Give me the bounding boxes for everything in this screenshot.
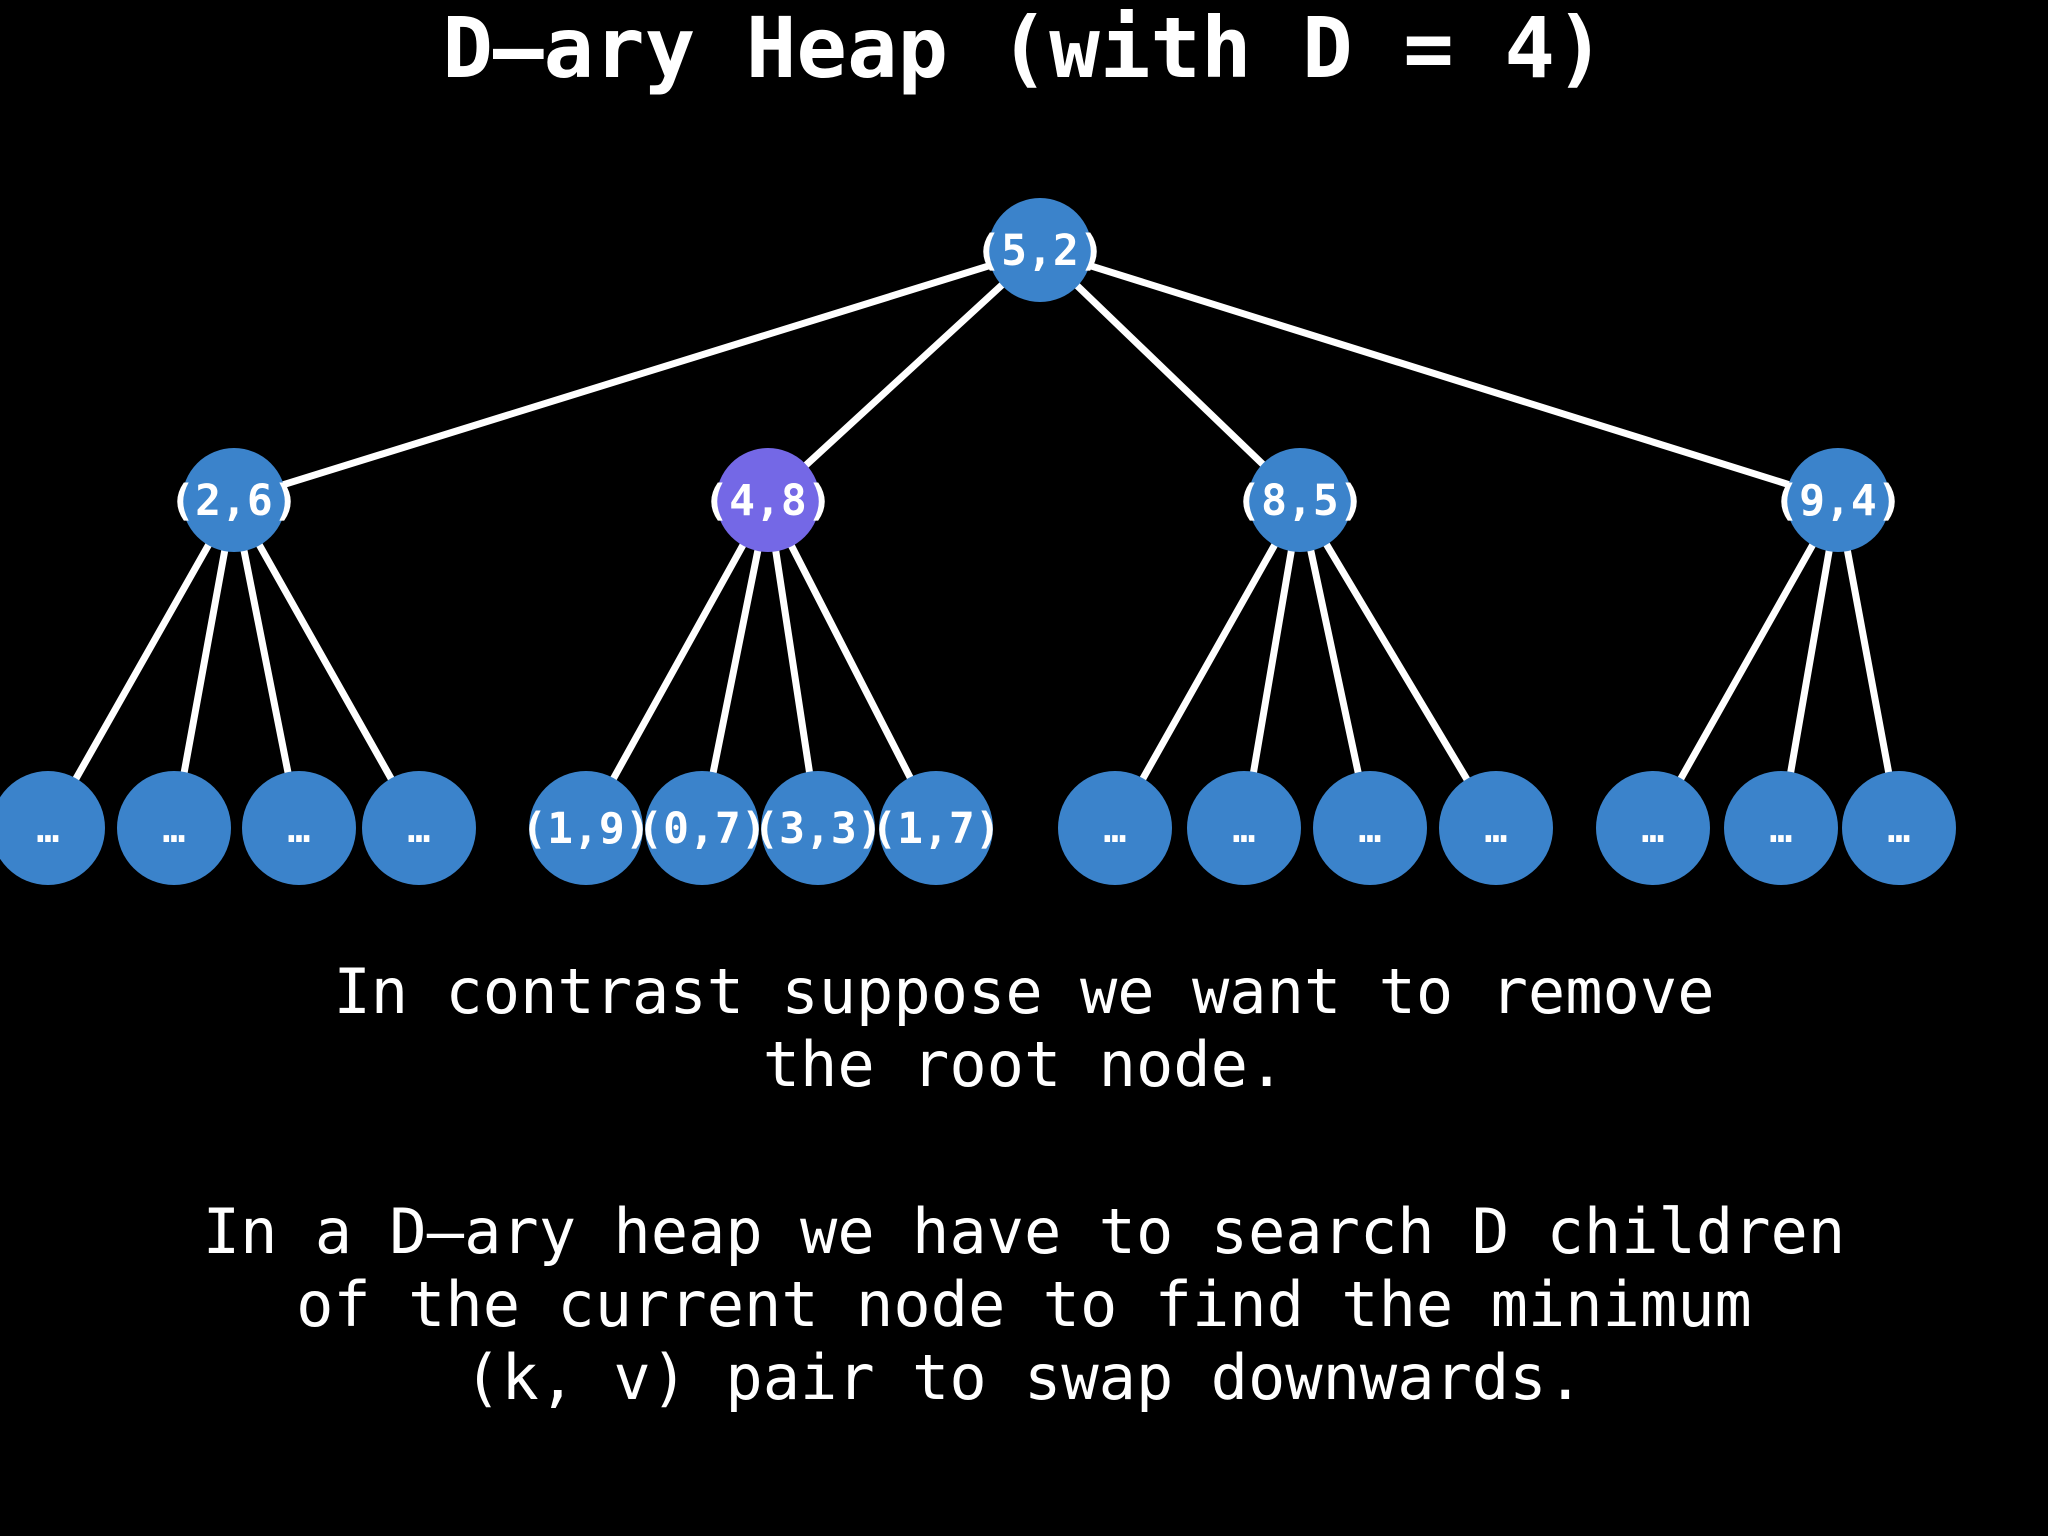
node-pair-label: (1,9) [521,804,650,854]
tree-nodes: (5,2)(2,6)(4,8)(8,5)(9,4)…………(1,9)(0,7)(… [0,198,1956,885]
tree-node[interactable]: … [1058,771,1172,885]
caption-paragraph: In contrast suppose we want to remove th… [0,955,2048,1101]
tree-edge [609,540,748,784]
node-circle-highlighted[interactable] [716,448,820,552]
node-circle[interactable] [117,771,231,885]
node-circle[interactable] [362,771,476,885]
node-circle[interactable] [1248,448,1352,552]
node-pair-label: (1,7) [871,804,1000,854]
node-circle[interactable] [761,771,875,885]
tree-edge [1306,545,1363,778]
tree-edges [71,261,1893,785]
node-pair-label: (5,2) [975,226,1104,276]
node-circle[interactable] [879,771,993,885]
node-circle[interactable] [1596,771,1710,885]
node-ellipsis-label: … [408,807,431,851]
node-ellipsis-label: … [1485,807,1508,851]
tree-edge [709,545,762,778]
tree-node[interactable]: (0,7) [637,771,767,885]
tree-node[interactable]: (1,7) [871,771,1001,885]
tree-edge [772,545,814,778]
tree-edge [787,541,915,783]
node-ellipsis-label: … [1233,807,1256,851]
tree-edge [801,280,1007,470]
tree-node[interactable]: … [1596,771,1710,885]
page-title: D–ary Heap (with D = 4) [442,0,1606,97]
explanation-line: (k, v) pair to swap downwards. [464,1341,1584,1415]
node-circle[interactable] [1058,771,1172,885]
node-circle[interactable] [1439,771,1553,885]
explanation-line: of the current node to find the minimum [296,1268,1752,1342]
tree-node[interactable]: (4,8) [703,448,833,552]
node-circle[interactable] [1724,771,1838,885]
tree-node[interactable]: … [1842,771,1956,885]
node-ellipsis-label: … [1359,807,1382,851]
tree-svg-canvas: (5,2)(2,6)(4,8)(8,5)(9,4)…………(1,9)(0,7)(… [0,198,1956,885]
tree-node[interactable]: … [0,771,105,885]
tree-node[interactable]: … [1439,771,1553,885]
node-ellipsis-label: … [163,807,186,851]
node-pair-label: (3,3) [753,804,882,854]
tree-node[interactable]: … [1724,771,1838,885]
node-pair-label: (4,8) [703,476,832,526]
tree-edge [278,261,996,489]
tree-edge [1322,539,1472,785]
tree-edge [1676,540,1817,784]
caption-line: In contrast suppose we want to remove [333,955,1715,1028]
explanation-line: In a D–ary heap we have to search D chil… [202,1195,1846,1268]
node-ellipsis-label: … [1888,807,1911,851]
node-ellipsis-label: … [1642,807,1665,851]
tree-node[interactable]: … [1187,771,1301,885]
tree-edge [1138,540,1279,784]
tree-node[interactable]: (1,9) [521,771,651,885]
tree-edge [240,545,292,778]
caption-line: the root node. [762,1028,1286,1102]
tree-edge [255,540,396,784]
node-ellipsis-label: … [288,807,311,851]
tree-node[interactable]: … [362,771,476,885]
tree-edge [1249,545,1296,778]
node-pair-label: (2,6) [169,476,298,526]
node-ellipsis-label: … [1770,807,1793,851]
node-circle[interactable] [1187,771,1301,885]
node-circle[interactable] [1313,771,1427,885]
explanation-paragraph: In a D–ary heap we have to search D chil… [0,1195,2048,1414]
tree-edge [1786,545,1833,778]
tree-node[interactable]: (5,2) [975,198,1105,302]
node-circle[interactable] [645,771,759,885]
node-circle[interactable] [988,198,1092,302]
node-circle[interactable] [1786,448,1890,552]
tree-edge [1843,545,1893,778]
node-circle[interactable] [242,771,356,885]
node-pair-label: (8,5) [1235,476,1364,526]
tree-edge [1084,261,1794,489]
tree-node[interactable]: … [1313,771,1427,885]
node-circle[interactable] [0,771,105,885]
tree-edge [180,545,229,778]
node-pair-label: (9,4) [1773,476,1902,526]
tree-diagram: (5,2)(2,6)(4,8)(8,5)(9,4)…………(1,9)(0,7)(… [0,150,2048,940]
tree-node[interactable]: … [117,771,231,885]
node-pair-label: (0,7) [637,804,766,854]
tree-edge [1072,281,1268,469]
node-ellipsis-label: … [37,807,60,851]
node-circle[interactable] [529,771,643,885]
tree-node[interactable]: … [242,771,356,885]
tree-node[interactable]: (8,5) [1235,448,1365,552]
node-ellipsis-label: … [1104,807,1127,851]
node-circle[interactable] [1842,771,1956,885]
tree-node[interactable]: (2,6) [169,448,299,552]
tree-node[interactable]: (3,3) [753,771,883,885]
node-circle[interactable] [182,448,286,552]
tree-node[interactable]: (9,4) [1773,448,1903,552]
tree-edge [71,539,213,784]
